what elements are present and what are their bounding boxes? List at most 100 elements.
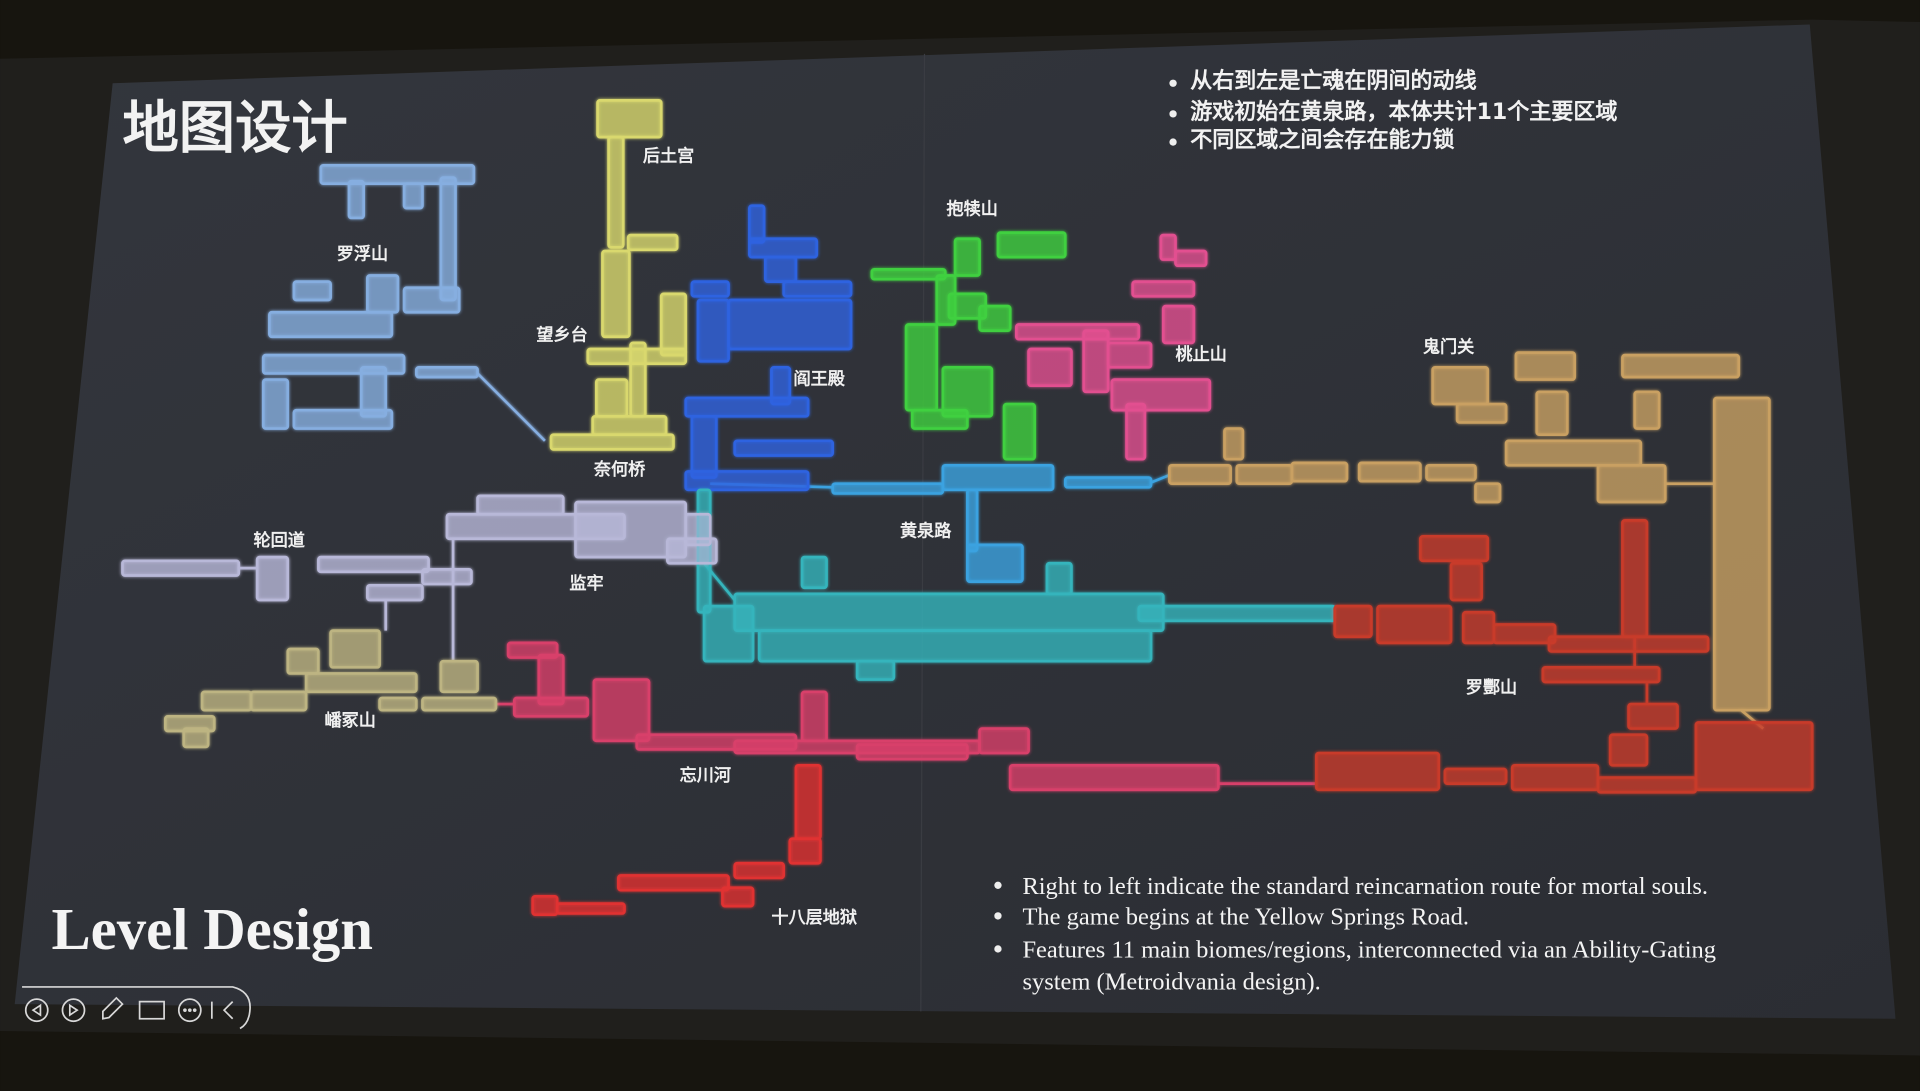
map-room-luofengshan xyxy=(1596,776,1698,794)
label-jianlao: 监牢 xyxy=(569,573,603,594)
pen-icon[interactable] xyxy=(102,996,124,1020)
map-room-yanwangdian xyxy=(763,255,798,283)
map-room-luofushan xyxy=(366,274,400,314)
map-room-luofushan xyxy=(319,163,476,186)
map-room-teal xyxy=(1137,604,1337,623)
map-room-shibaceng xyxy=(788,837,822,865)
bullet-en-2: The game begins at the Yellow Springs Ro… xyxy=(1022,903,1469,930)
map-room-naiheqiao xyxy=(594,378,629,418)
map-room-luofengshan xyxy=(1314,751,1441,792)
map-room-luofushan xyxy=(414,365,479,379)
map-room-taozhishan xyxy=(1014,323,1141,341)
map-room-luofengshan xyxy=(1627,702,1679,730)
label-wangchuanhe: 忘川河 xyxy=(680,765,731,786)
prev-icon[interactable] xyxy=(24,998,49,1023)
region-labels: 后土宫 罗浮山 望乡台 阎王殿 抱犊山 桃止山 鬼门关 奈何桥 黄泉路 轮回道 … xyxy=(253,146,1517,929)
map-room-luofengshan xyxy=(1443,767,1508,786)
map-room-teal xyxy=(757,629,1153,663)
map-room-taozhishan xyxy=(1106,341,1153,369)
map-room-baodushan xyxy=(870,268,947,281)
map-room-luofengshan xyxy=(1376,604,1453,645)
map-room-guimenguan xyxy=(1535,390,1569,437)
map-room-yanwangdian xyxy=(748,237,819,259)
map-room-taozhishan xyxy=(1082,329,1110,394)
map-room-lunhuidao xyxy=(317,555,430,574)
map-room-wangchuanhe xyxy=(592,678,651,743)
map-room-guimenguan xyxy=(1621,353,1741,379)
map-room-huangquanlu xyxy=(965,488,979,553)
map-room-luofengshan xyxy=(1461,610,1496,645)
map-room-taozhishan xyxy=(1027,347,1073,388)
next-icon[interactable] xyxy=(61,998,86,1023)
bullet-en-3: Features 11 main biomes/regions, interco… xyxy=(1022,937,1716,964)
label-yanwangdian: 阎王殿 xyxy=(793,368,845,389)
map-room-bozhongshan xyxy=(421,696,498,712)
map-room-luofushan xyxy=(359,365,388,418)
map-room-wangxiangtai xyxy=(601,249,631,339)
map-room-yanwangdian xyxy=(690,280,730,298)
map-room-bozhongshan xyxy=(286,647,320,675)
map-room-naiheqiao xyxy=(591,414,668,437)
title-en: Level Design xyxy=(51,897,373,962)
map-room-wangchuanhe xyxy=(978,727,1030,755)
toolbar-outline xyxy=(22,986,251,1030)
label-wangxiangtai: 望乡台 xyxy=(536,324,587,345)
map-room-teal xyxy=(855,659,896,681)
map-room-huangquanlu xyxy=(941,463,1055,492)
map-room-bozhongshan xyxy=(200,690,253,712)
map-room-guimenguan xyxy=(1633,390,1661,430)
map-room-guimenguan xyxy=(1223,427,1245,461)
bullet-en-3-cont: system (Metroidvania design). xyxy=(1022,968,1320,995)
map-room-huangquanlu xyxy=(1063,476,1153,489)
map-connector-luofushan xyxy=(476,372,546,442)
map-room-luofushan xyxy=(439,176,457,302)
map-room-guimenguan xyxy=(1596,463,1667,504)
map-room-naiheqiao xyxy=(549,433,675,451)
screen-seam xyxy=(920,53,926,1012)
screen-icon[interactable] xyxy=(138,1000,165,1020)
map-room-luofengshan xyxy=(1694,721,1814,792)
map-room-jianlao xyxy=(684,512,712,547)
label-houtugong: 后土宫 xyxy=(643,146,694,167)
map-room-wangchuanhe xyxy=(1008,763,1220,792)
label-lunhuidao: 轮回道 xyxy=(253,530,305,551)
map-room-luofengshan xyxy=(1449,561,1483,602)
map-room-bozhongshan xyxy=(182,727,210,749)
map-room-taozhishan xyxy=(1110,378,1212,412)
bullets-en: Right to left indicate the standard rein… xyxy=(994,873,1716,995)
map-room-yanwangdian xyxy=(684,396,810,418)
map-room-guimenguan xyxy=(1474,482,1502,504)
label-naiheqiao: 奈何桥 xyxy=(593,459,646,480)
map-room-yanwangdian xyxy=(748,204,766,244)
map-room-lunhuidao xyxy=(255,555,290,602)
map-room-wangxiangtai xyxy=(659,292,688,357)
map-room-wangxiangtai xyxy=(626,233,679,252)
map-room-baodushan xyxy=(978,304,1012,332)
map-room-luofushan xyxy=(402,182,424,210)
map-room-taozhishan xyxy=(1174,249,1208,268)
map-connector-huangquanlu xyxy=(1150,473,1170,484)
bullet-zh-2: 游戏初始在黄泉路，本体共计11个主要区域 xyxy=(1190,99,1617,125)
map-room-lunhuidao xyxy=(121,559,241,577)
label-bozhongshan: 嶓冢山 xyxy=(325,710,376,731)
collapse-icon[interactable] xyxy=(222,1001,234,1020)
map-room-wangchuanhe xyxy=(800,690,828,743)
map-room-guimenguan xyxy=(1235,463,1294,486)
map-room-baodushan xyxy=(996,231,1067,259)
map-room-guimenguan xyxy=(1290,461,1349,483)
map-room-baodushan xyxy=(910,408,969,430)
map-room-luofengshan xyxy=(1419,534,1490,563)
more-icon[interactable] xyxy=(177,998,202,1023)
map-room-guimenguan xyxy=(1455,402,1508,424)
map-room-shibaceng xyxy=(617,874,730,892)
map-room-luofushan xyxy=(347,179,366,220)
level-map xyxy=(121,99,1814,917)
map-room-wangchuanhe xyxy=(855,743,969,761)
label-shibaceng: 十八层地狱 xyxy=(771,907,857,928)
map-room-lunhuidao xyxy=(421,568,473,586)
map-room-taozhishan xyxy=(1161,304,1196,345)
map-room-bozhongshan xyxy=(378,696,418,712)
bullet-zh-1: 从右到左是亡魂在阴间的动线 xyxy=(1190,68,1476,94)
map-room-luofushan xyxy=(268,310,394,339)
